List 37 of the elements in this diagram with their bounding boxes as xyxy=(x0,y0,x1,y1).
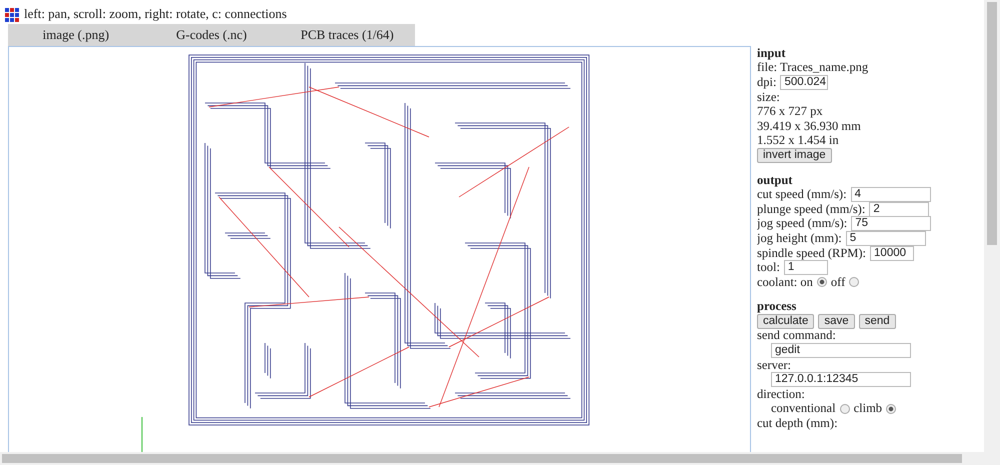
input-field: 500.024 xyxy=(780,74,828,90)
field-label: off xyxy=(830,274,846,290)
section-heading: input xyxy=(757,46,786,61)
button: send xyxy=(858,314,896,329)
input-field: 75 xyxy=(851,216,932,232)
input-field: 2 xyxy=(869,202,930,217)
hint-text: left: pan, scroll: zoom, right: rotate, c: connections xyxy=(24,6,287,22)
section-heading: process xyxy=(757,299,796,314)
field-label: file: Traces_name.png xyxy=(757,60,868,76)
input-field: 4 xyxy=(850,187,931,202)
field-label: send command: xyxy=(757,328,836,344)
field-label: climb xyxy=(854,401,882,416)
field-label: cut speed (mm/s): xyxy=(757,187,847,202)
input-field: gedit xyxy=(771,343,911,358)
field-label: conventional xyxy=(771,401,836,416)
input-field: 10000 xyxy=(870,246,914,261)
input-field: 5 xyxy=(846,230,926,246)
field-label: 39.419 x 36.930 mm xyxy=(757,118,861,134)
button: save xyxy=(818,314,855,329)
field-label: cut depth (mm): xyxy=(757,416,838,432)
field-label: jog speed (mm/s): xyxy=(757,216,848,232)
field-label: size: xyxy=(757,90,780,105)
field-label: 1.552 x 1.454 in xyxy=(757,133,839,148)
button: invert image xyxy=(757,148,832,163)
field-label: jog height (mm): xyxy=(757,230,842,246)
input-field: 127.0.0.1:12345 xyxy=(771,372,911,388)
field-label: direction: xyxy=(757,386,805,402)
field-label: server: xyxy=(757,358,792,373)
field-label: dpi: xyxy=(757,74,776,90)
field-label: spindle speed (RPM): xyxy=(757,246,866,261)
input-field: 1 xyxy=(784,260,828,276)
field-label: coolant: on xyxy=(757,274,813,290)
field-label: plunge speed (mm/s): xyxy=(757,202,866,217)
field-label: tool: xyxy=(757,260,780,276)
button: calculate xyxy=(757,314,814,329)
section-heading: output xyxy=(757,172,792,188)
field-label: 776 x 727 px xyxy=(757,104,823,120)
